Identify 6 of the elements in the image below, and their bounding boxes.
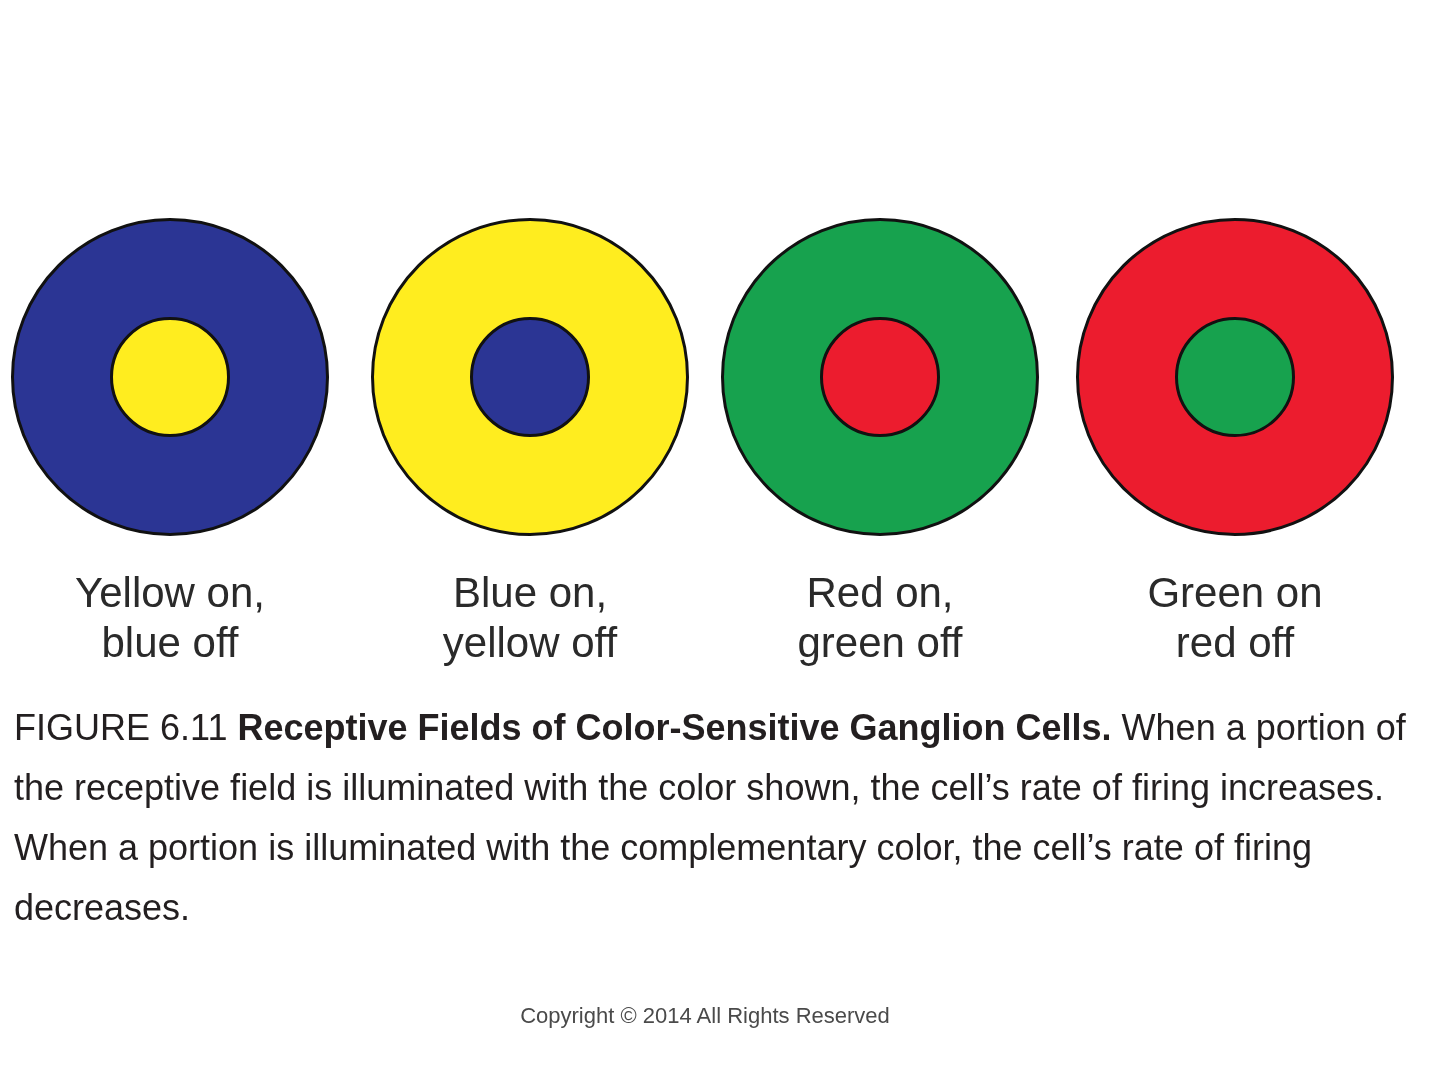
- field-label: Red on, green off: [796, 568, 964, 668]
- figure-caption: FIGURE 6.11 Receptive Fields of Color-Sensitive Ganglion Cells. When a portion of the receptive field is illuminated with the color shown, the cell’s rate of firing increases. When a portion is illuminated with the complementary color, the cell’s rate of firing decreases.: [14, 706, 1407, 930]
- copyright-notice: Copyright © 2014 All Rights Reserved: [520, 1003, 890, 1029]
- field-label: Blue on, yellow off: [441, 568, 619, 668]
- field-label: Yellow on, blue off: [74, 568, 266, 668]
- field-label: Green on red off: [1146, 568, 1324, 668]
